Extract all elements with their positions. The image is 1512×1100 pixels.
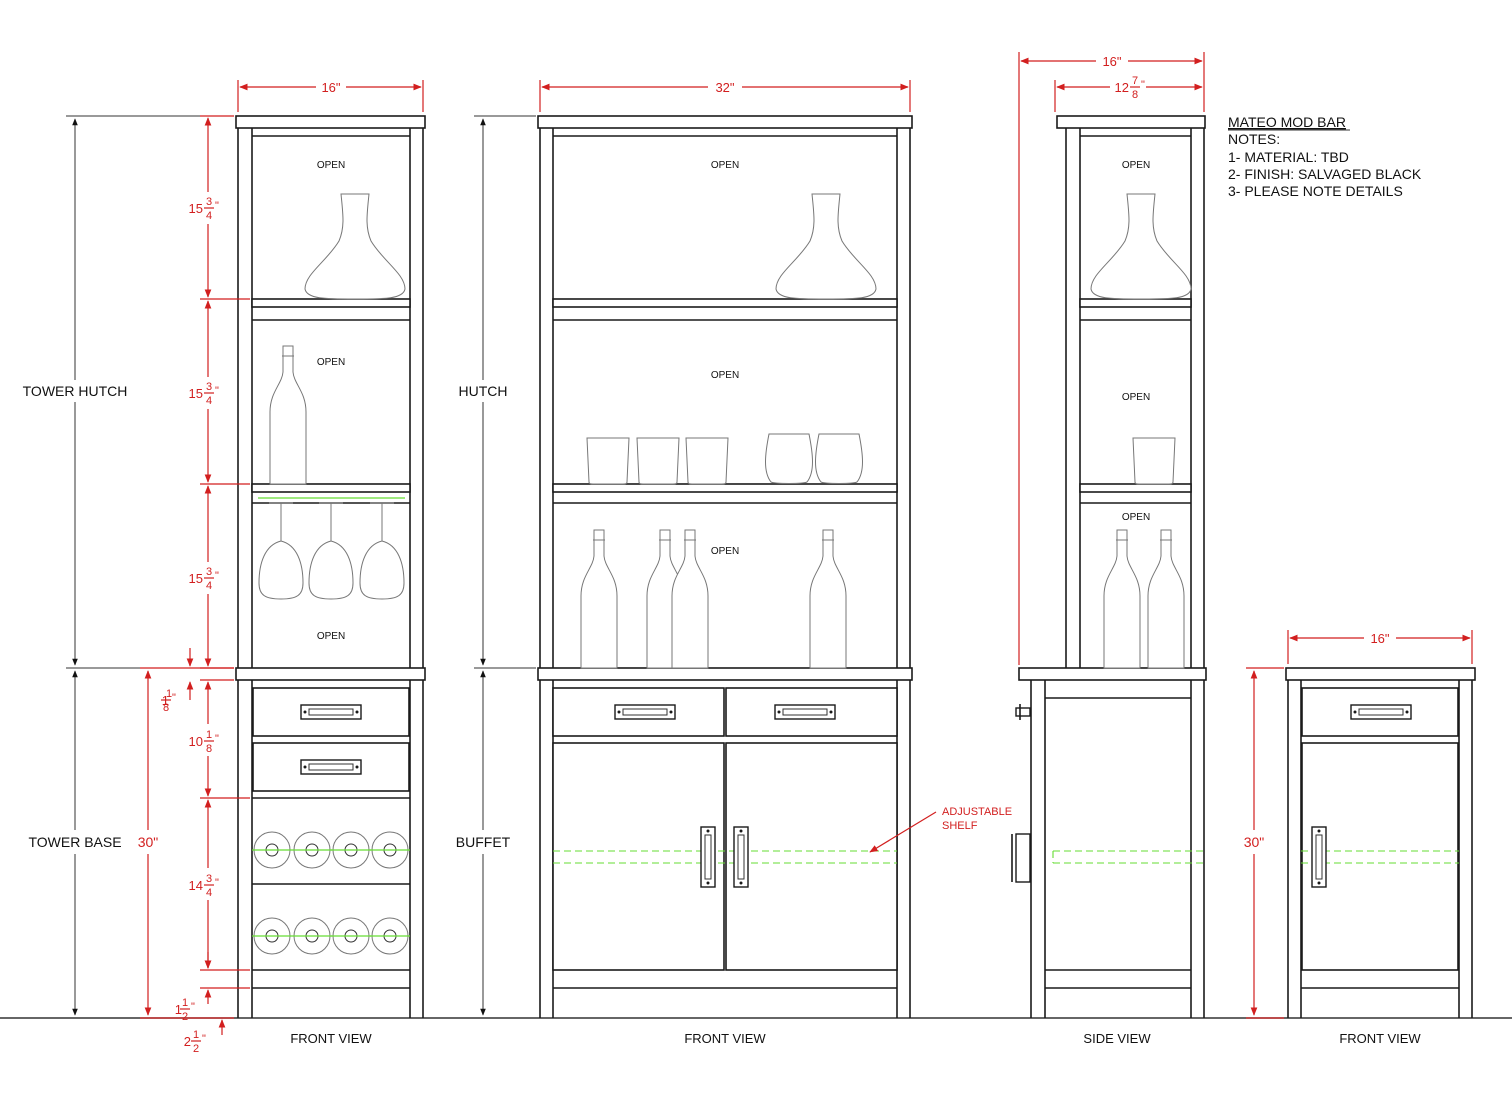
toe-kick-dimension-num: 1 — [193, 1029, 199, 1041]
open-label: OPEN — [1122, 392, 1150, 403]
buffet-label: BUFFET — [456, 834, 511, 850]
shelf1-dimension-den: 4 — [206, 210, 212, 222]
tower-width-label: 16" — [321, 80, 340, 95]
wine-rack-dimension-num: 3 — [206, 873, 212, 885]
shelf1-dimension-whole: 15 — [189, 201, 203, 216]
shelf1-dimension-num: 3 — [206, 196, 212, 208]
inch-mark: " — [215, 877, 219, 889]
inch-mark: " — [215, 200, 219, 212]
open-label: OPEN — [317, 631, 345, 642]
open-label: OPEN — [711, 546, 739, 557]
wine-rack-dimension-den: 4 — [206, 887, 212, 899]
notes-line: 1- MATERIAL: TBD — [1228, 149, 1349, 165]
open-label: OPEN — [1122, 160, 1150, 171]
top-gap-dimension-den: 8 — [163, 702, 169, 714]
shelf3-dimension-whole: 15 — [189, 571, 203, 586]
shelf2-dimension-den: 4 — [206, 395, 212, 407]
adjustable-shelf-label-line2: SHELF — [942, 820, 978, 832]
inch-mark: " — [215, 385, 219, 397]
base-height-label: 30" — [1244, 834, 1265, 850]
inch-mark: " — [215, 570, 219, 582]
side-inner-dimension-den: 8 — [1132, 89, 1138, 101]
tower-hutch-label: TOWER HUTCH — [23, 383, 128, 399]
base-front-view-label: FRONT VIEW — [1339, 1031, 1421, 1046]
wine-rack-dimension-whole: 14 — [189, 878, 203, 893]
open-label: OPEN — [317, 160, 345, 171]
side-inner-dimension-num: 7 — [1132, 75, 1138, 87]
inch-mark: " — [202, 1033, 206, 1045]
side-view-label: SIDE VIEW — [1083, 1031, 1151, 1046]
buffet-front-view: OPEN OPEN OPEN — [537, 115, 913, 1018]
top-gap-dimension-num: 1 — [166, 688, 172, 700]
drawer-dimension-den: 8 — [206, 743, 212, 755]
notes-block: MATEO MOD BAR NOTES: 1- MATERIAL: TBD 2-… — [1228, 114, 1422, 199]
shelf3-dimension-num: 3 — [206, 566, 212, 578]
open-label: OPEN — [1122, 512, 1150, 523]
side-inner-dimension-whole: 12 — [1115, 80, 1129, 95]
side-depth-dimensions: 16" 12 7 8 " — [1018, 52, 1205, 665]
inch-mark: " — [1141, 79, 1145, 91]
tower-front-view-label: FRONT VIEW — [290, 1031, 372, 1046]
side-view: OPEN OPEN OPEN — [1011, 115, 1207, 1018]
notes-title: MATEO MOD BAR — [1228, 114, 1346, 130]
base-front-view — [1285, 667, 1476, 1018]
bottom-gap-dimension-whole: 1 — [175, 1002, 182, 1017]
open-label: OPEN — [711, 370, 739, 381]
shelf3-dimension-den: 4 — [206, 580, 212, 592]
open-label: OPEN — [317, 357, 345, 368]
tower-width-dimension: 16" — [237, 80, 424, 112]
tower-front-view: OPEN OPEN OPEN — [235, 115, 426, 1018]
buffet-front-view-label: FRONT VIEW — [684, 1031, 766, 1046]
inch-mark: " — [172, 692, 176, 704]
tower-base-height-label: 30" — [138, 834, 159, 850]
adjustable-shelf-label-line1: ADJUSTABLE — [942, 806, 1012, 818]
buffet-width-label: 32" — [715, 80, 734, 95]
inch-mark: " — [191, 1001, 195, 1013]
open-label: OPEN — [711, 160, 739, 171]
tower-height-dimensions: 15 3 4 " 15 3 4 " 15 3 4 " 1 1 8 " 10 1 … — [138, 115, 250, 1055]
base-dimensions: 16" 30" — [1244, 630, 1473, 1019]
notes-heading: NOTES: — [1228, 131, 1280, 147]
adjustable-shelf-callout: ADJUSTABLE SHELF — [869, 806, 1012, 853]
hutch-label: HUTCH — [459, 383, 508, 399]
shelf2-dimension-whole: 15 — [189, 386, 203, 401]
buffet-width-dimension: 32" — [539, 80, 911, 112]
side-depth-label: 16" — [1102, 54, 1121, 69]
buffet-section-dimensions: HUTCH BUFFET — [456, 115, 536, 1016]
notes-line: 2- FINISH: SALVAGED BLACK — [1228, 166, 1422, 182]
toe-kick-dimension-den: 2 — [193, 1043, 199, 1055]
inch-mark: " — [215, 733, 219, 745]
bottom-gap-dimension-den: 2 — [182, 1011, 188, 1023]
tower-section-dimensions: TOWER HUTCH TOWER BASE — [23, 115, 234, 1019]
base-width-label: 16" — [1370, 631, 1389, 646]
drawer-dimension-whole: 10 — [189, 734, 203, 749]
notes-line: 3- PLEASE NOTE DETAILS — [1228, 183, 1403, 199]
shelf2-dimension-num: 3 — [206, 381, 212, 393]
bottom-gap-dimension-num: 1 — [182, 997, 188, 1009]
drawer-dimension-num: 1 — [206, 729, 212, 741]
toe-kick-dimension-whole: 2 — [184, 1034, 191, 1049]
tower-base-label: TOWER BASE — [28, 834, 121, 850]
